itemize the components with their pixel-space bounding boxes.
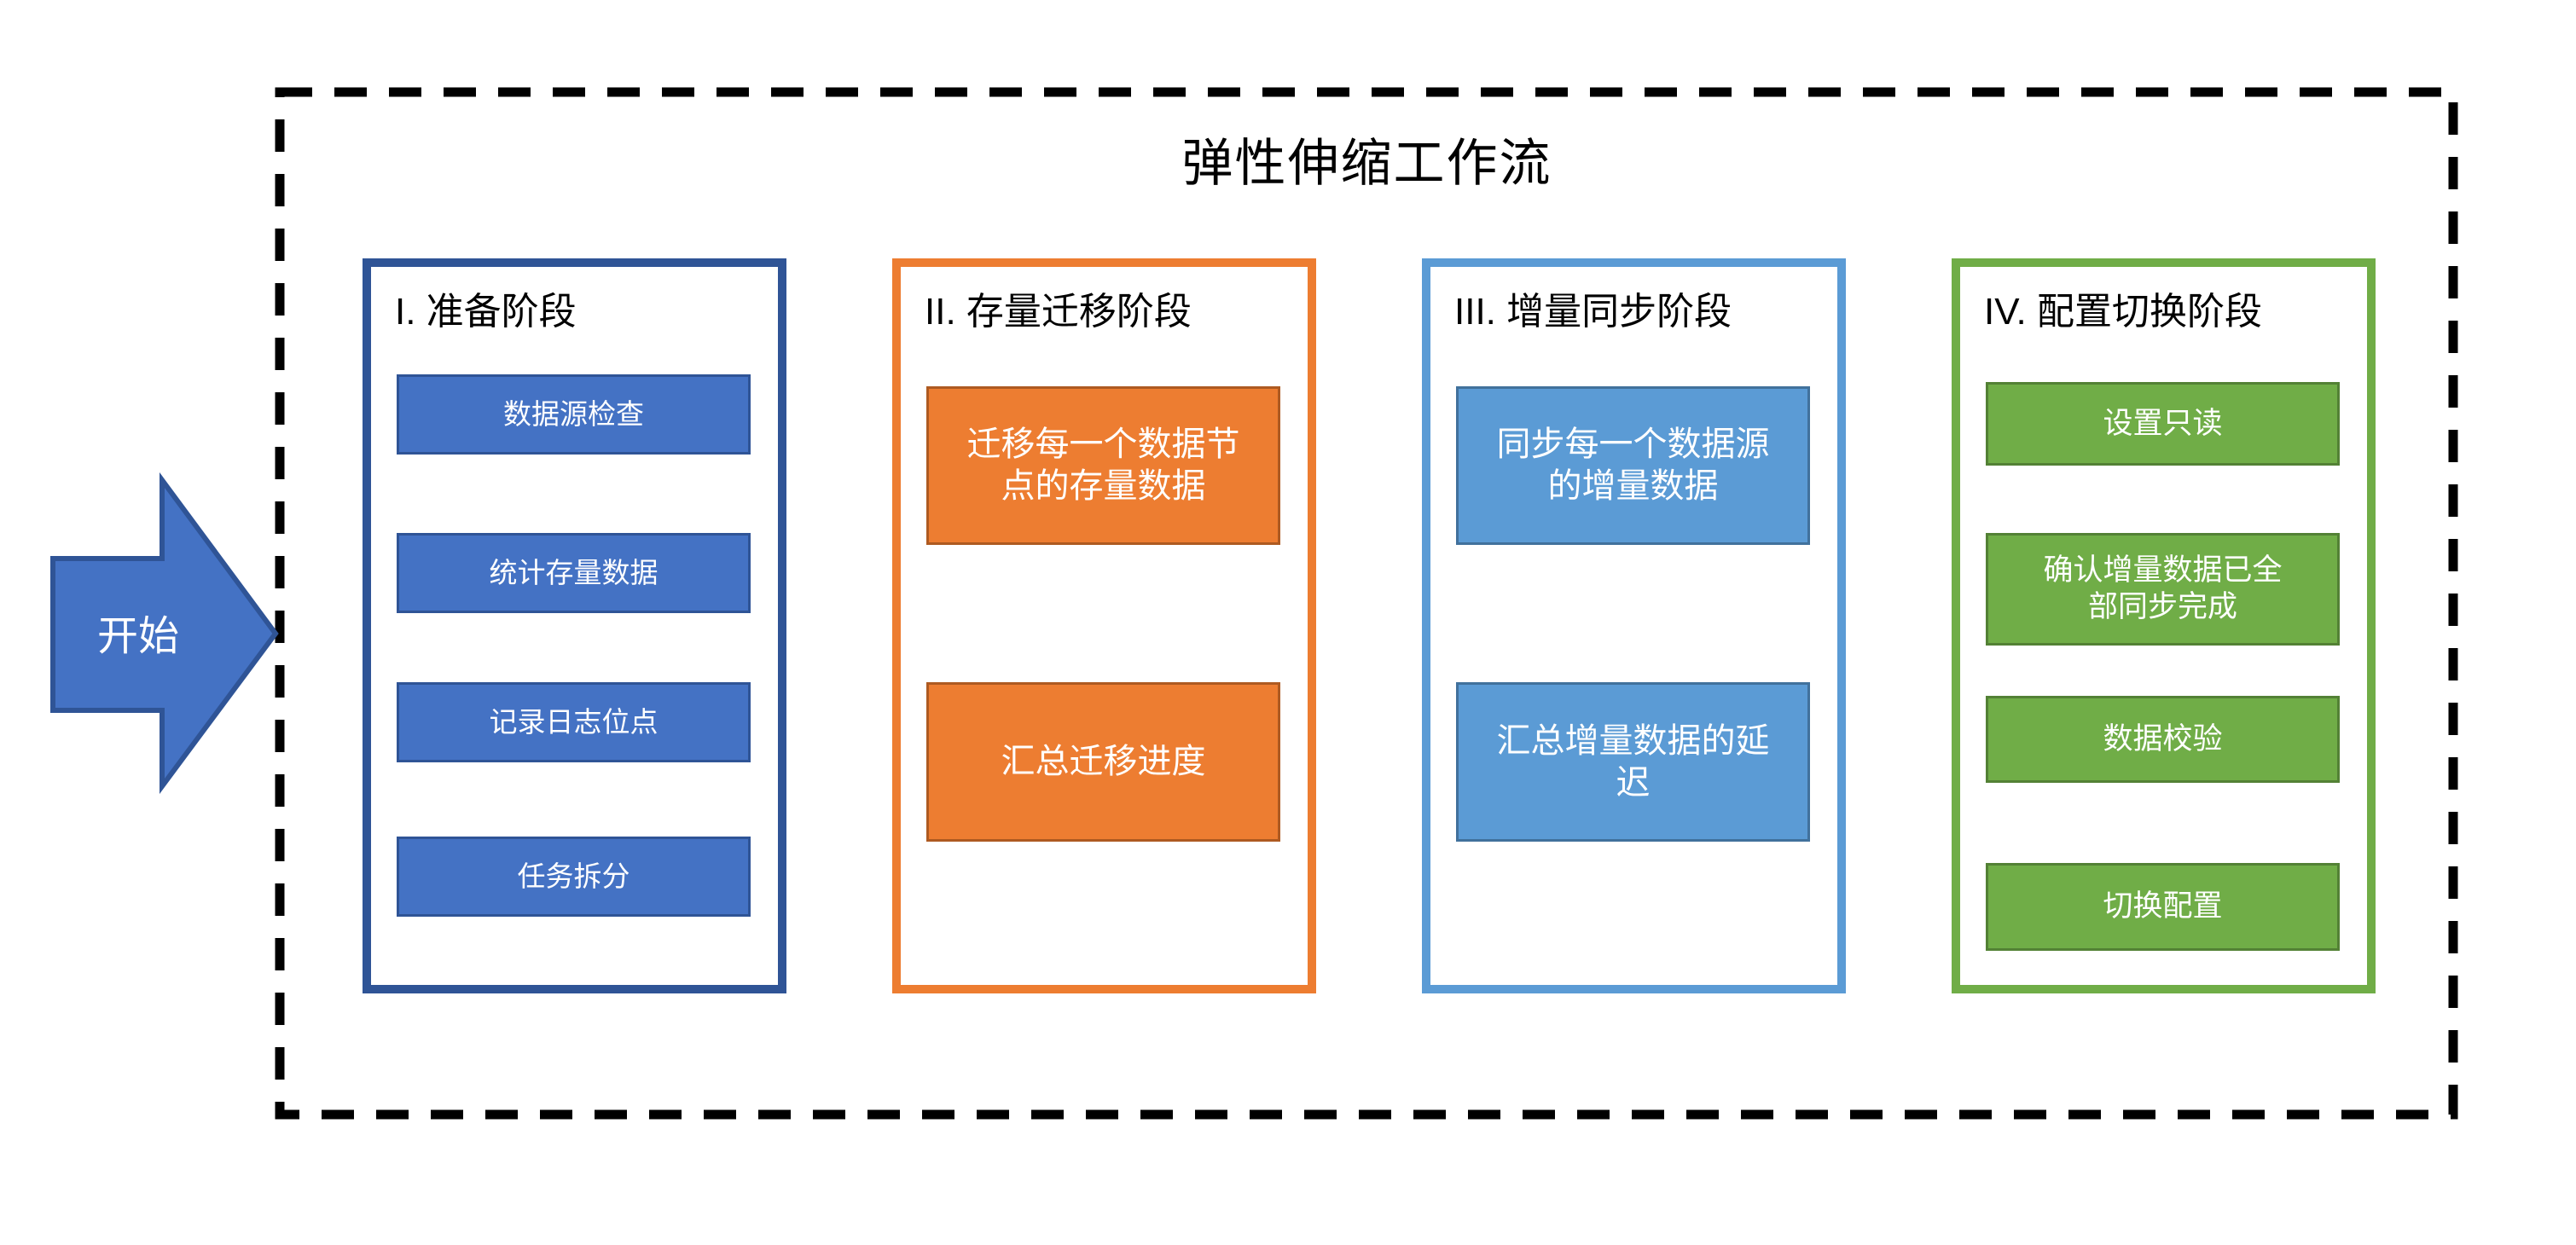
step-box-record-log-offset: 记录日志位点 (397, 682, 751, 762)
phase-column-config-switch: IV. 配置切换阶段 设置只读 确认增量数据已全 部同步完成 数据校验 切换配置 (1952, 258, 2376, 993)
phase-header: II. 存量迁移阶段 (925, 291, 1192, 333)
phase-header: I. 准备阶段 (395, 291, 577, 333)
phase-header: III. 增量同步阶段 (1454, 291, 1732, 333)
step-box-sync-incremental: 同步每一个数据源 的增量数据 (1456, 386, 1810, 545)
step-box-summarize-progress: 汇总迁移进度 (926, 682, 1280, 842)
phase-column-preparation: I. 准备阶段 数据源检查 统计存量数据 记录日志位点 任务拆分 (363, 258, 786, 993)
start-arrow (50, 472, 279, 795)
start-arrow-label: 开始 (97, 614, 179, 659)
step-box-confirm-sync-done: 确认增量数据已全 部同步完成 (1986, 533, 2340, 646)
step-box-task-split: 任务拆分 (397, 837, 751, 917)
phase-column-incremental-sync: III. 增量同步阶段 同步每一个数据源 的增量数据 汇总增量数据的延 迟 (1422, 258, 1846, 993)
step-box-set-readonly: 设置只读 (1986, 382, 2340, 466)
step-box-migrate-node-stock: 迁移每一个数据节 点的存量数据 (926, 386, 1280, 545)
step-box-summarize-latency: 汇总增量数据的延 迟 (1456, 682, 1810, 842)
page-title: 弹性伸缩工作流 (1181, 135, 1552, 192)
phase-column-stock-migration: II. 存量迁移阶段 迁移每一个数据节 点的存量数据 汇总迁移进度 (892, 258, 1316, 993)
step-box-data-verify: 数据校验 (1986, 696, 2340, 783)
phase-header: IV. 配置切换阶段 (1984, 291, 2262, 333)
step-box-switch-config: 切换配置 (1986, 863, 2340, 951)
step-box-count-stock-data: 统计存量数据 (397, 533, 751, 613)
workflow-dashed-frame (275, 87, 2458, 1120)
step-box-datasource-check: 数据源检查 (397, 374, 751, 455)
